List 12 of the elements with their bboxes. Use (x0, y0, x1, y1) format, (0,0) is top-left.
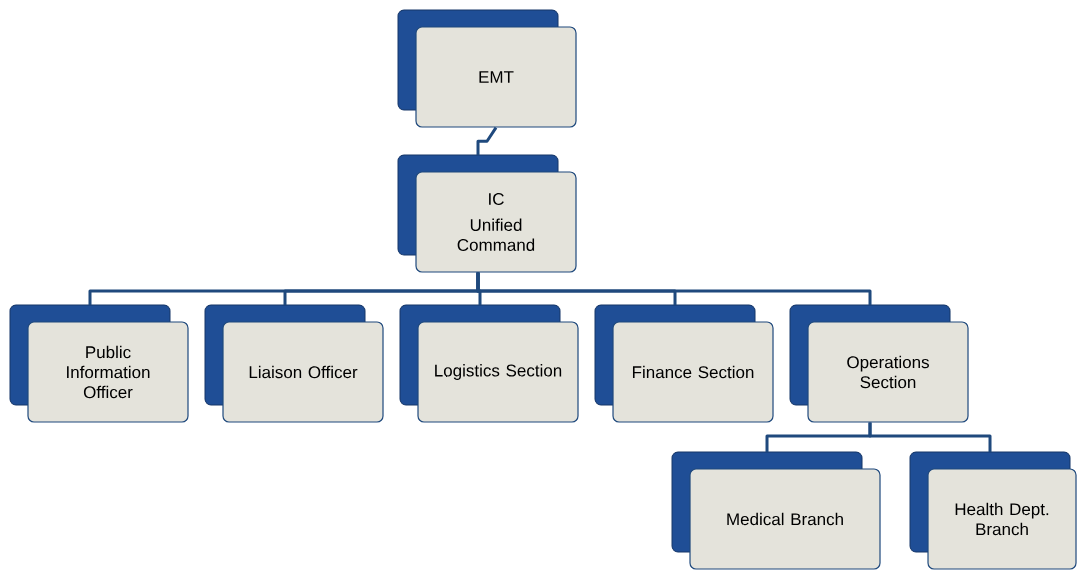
org-box: Finance Section (594, 304, 774, 423)
org-box: Medical Branch (671, 451, 881, 570)
connector-line (476, 272, 872, 305)
org-box: IC Unified Command (397, 154, 577, 273)
connector-line (476, 126, 498, 155)
connector-line (868, 422, 992, 452)
org-box: Logistics Section (399, 304, 579, 423)
org-box: EMT (397, 9, 577, 128)
org-box: Operations Section (789, 304, 969, 423)
org-box: Public Information Officer (9, 304, 189, 423)
org-box: Health Dept. Branch (909, 451, 1077, 570)
org-box: Liaison Officer (204, 304, 384, 423)
